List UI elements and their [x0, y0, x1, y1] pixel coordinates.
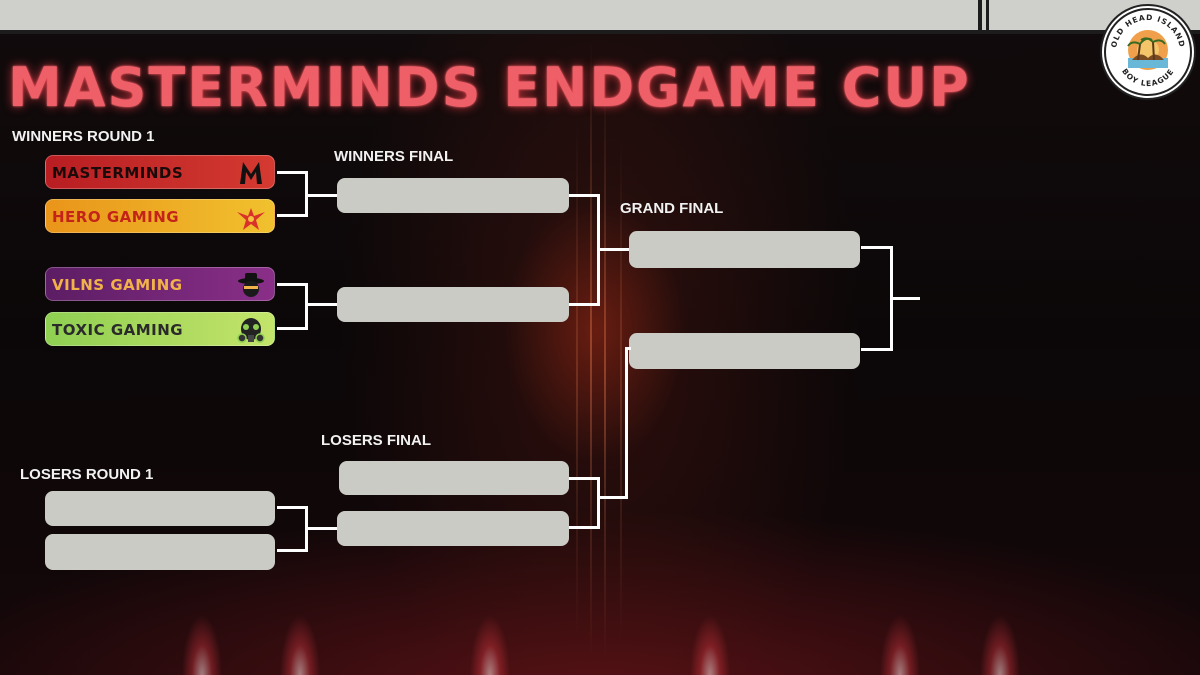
round-label-losers-final: LOSERS FINAL	[321, 432, 432, 449]
bracket-connector	[597, 496, 627, 499]
bracket-connector	[569, 526, 599, 529]
round-label-winners-final: WINNERS FINAL	[334, 148, 454, 165]
bracket-connector	[277, 549, 307, 552]
bracket-connector	[277, 214, 307, 217]
light-streak	[604, 80, 606, 660]
bracket-connector	[890, 297, 920, 300]
bracket-connector	[861, 348, 893, 351]
team-slot-vilns-gaming[interactable]: VILNS GAMING	[45, 267, 275, 301]
palm-island-sunset-icon: OLD HEAD ISLAND BOY LEAGUE	[1104, 8, 1192, 96]
bracket-connector	[277, 506, 307, 509]
winners-final-slot-2[interactable]	[337, 287, 569, 322]
banner-divider	[978, 0, 982, 32]
bracket-connector	[277, 171, 307, 174]
league-logo: OLD HEAD ISLAND BOY LEAGUE	[1100, 4, 1196, 100]
light-spike	[470, 565, 510, 675]
winners-final-slot-1[interactable]	[337, 178, 569, 213]
page-title: MASTERMINDS ENDGAME CUP	[8, 56, 971, 119]
round-label-winners-round-1: WINNERS ROUND 1	[12, 128, 155, 145]
team-name: HERO GAMING	[52, 208, 180, 226]
losers-final-slot-1[interactable]	[339, 461, 569, 495]
round-label-losers-round-1: LOSERS ROUND 1	[20, 466, 154, 483]
light-spike	[690, 565, 730, 675]
team-slot-toxic-gaming[interactable]: TOXIC GAMING	[45, 312, 275, 346]
bracket-connector	[597, 477, 600, 529]
grand-final-slot-2[interactable]	[629, 333, 860, 369]
bracket-connector	[277, 327, 307, 330]
losers-round-1-slot-2[interactable]	[45, 534, 275, 570]
light-streak	[576, 120, 578, 640]
light-spike	[182, 565, 222, 675]
losers-final-slot-2[interactable]	[337, 511, 569, 546]
light-spike	[980, 565, 1020, 675]
m-letter-icon	[240, 162, 262, 184]
bracket-connector	[305, 194, 337, 197]
banner-border	[0, 30, 1200, 34]
bracket-connector	[569, 303, 599, 306]
bracket-connector	[305, 303, 337, 306]
team-name: MASTERMINDS	[52, 164, 184, 182]
light-streak	[620, 140, 622, 640]
light-spike	[280, 565, 320, 675]
bracket-connector	[861, 246, 893, 249]
bracket-connector	[625, 347, 631, 350]
hat-villain-icon	[238, 273, 264, 297]
bracket-connector	[305, 283, 308, 330]
team-name: VILNS GAMING	[52, 276, 183, 294]
team-slot-hero-gaming[interactable]: HERO GAMING	[45, 199, 275, 233]
bracket-connector	[569, 194, 599, 197]
light-spike	[880, 565, 920, 675]
bracket-connector	[277, 283, 307, 286]
top-banner	[0, 0, 1200, 34]
bracket-connector	[569, 477, 599, 480]
round-label-grand-final: GRAND FINAL	[620, 200, 724, 217]
team-name: TOXIC GAMING	[52, 321, 184, 339]
grand-final-slot-1[interactable]	[629, 231, 860, 268]
losers-round-1-slot-1[interactable]	[45, 491, 275, 526]
gas-mask-icon	[237, 318, 265, 343]
light-streak	[590, 40, 592, 660]
bracket-connector	[625, 347, 628, 499]
bracket-connector	[305, 527, 337, 530]
team-slot-masterminds[interactable]: MASTERMINDS	[45, 155, 275, 189]
bracket-connector	[597, 248, 629, 251]
banner-divider	[986, 0, 989, 32]
winged-star-icon	[237, 208, 265, 230]
